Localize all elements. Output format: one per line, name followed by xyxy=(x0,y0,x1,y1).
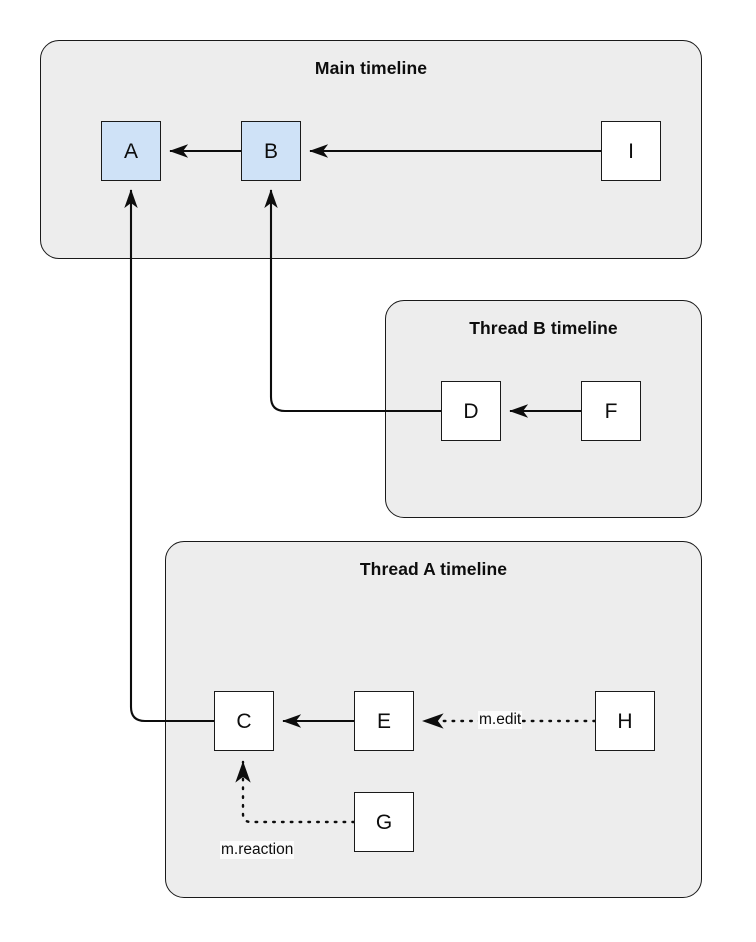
group-thread-a-timeline-title: Thread A timeline xyxy=(359,559,508,579)
node-C[interactable]: C xyxy=(214,691,274,751)
node-A[interactable]: A xyxy=(101,121,161,181)
node-G-label: G xyxy=(375,810,393,834)
node-I-label: I xyxy=(628,139,634,163)
group-thread-b-timeline-title: Thread B timeline xyxy=(469,318,618,338)
node-G[interactable]: G xyxy=(354,792,414,852)
node-A-label: A xyxy=(123,139,138,163)
edge-G-to-C xyxy=(235,760,356,824)
node-F-label: F xyxy=(604,399,618,423)
node-D[interactable]: D xyxy=(441,381,501,441)
node-E-label: E xyxy=(376,709,391,733)
edge-label-m-edit: m.edit xyxy=(478,711,523,729)
edge-C-to-A xyxy=(124,189,214,723)
node-F[interactable]: F xyxy=(581,381,641,441)
node-B[interactable]: B xyxy=(241,121,301,181)
node-I[interactable]: I xyxy=(601,121,661,181)
edge-D-to-B xyxy=(264,189,441,413)
edge-label-m-reaction: m.reaction xyxy=(220,841,295,859)
node-B-label: B xyxy=(263,139,278,163)
group-main-timeline-title: Main timeline xyxy=(314,58,428,78)
node-D-label: D xyxy=(463,399,479,423)
node-H-label: H xyxy=(617,709,633,733)
node-H[interactable]: H xyxy=(595,691,655,751)
node-E[interactable]: E xyxy=(354,691,414,751)
node-C-label: C xyxy=(236,709,252,733)
group-thread-b-timeline[interactable] xyxy=(385,300,702,518)
